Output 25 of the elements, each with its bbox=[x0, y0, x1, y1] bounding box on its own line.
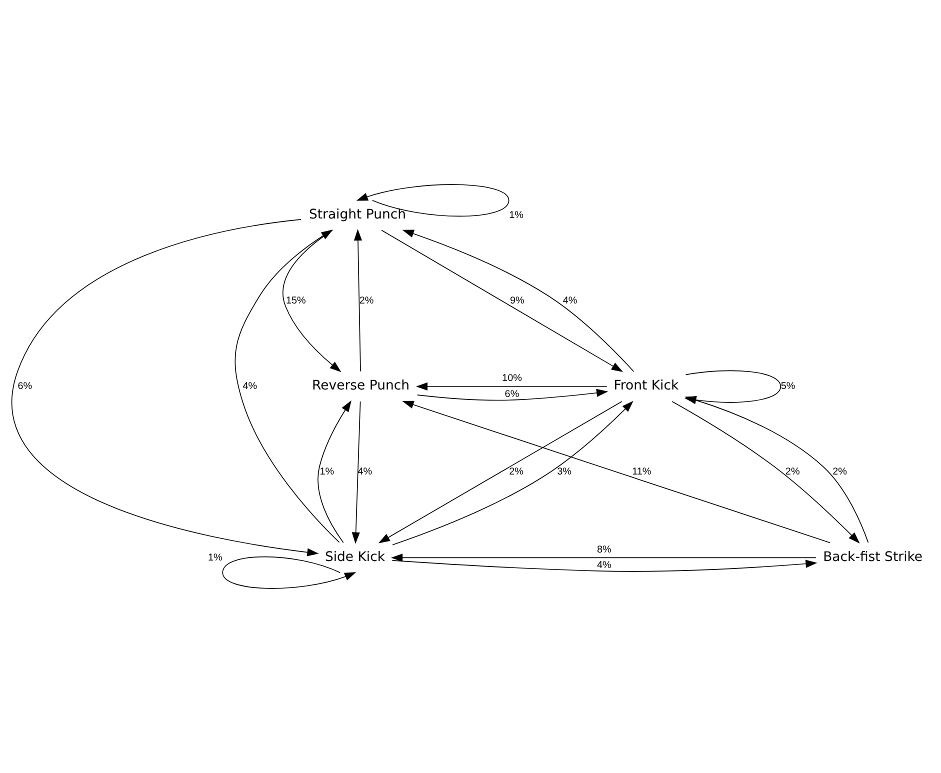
edge-label: 4% bbox=[242, 381, 258, 392]
edge-label: 4% bbox=[358, 466, 372, 478]
edge-label: 2% bbox=[359, 295, 374, 306]
edge-label: 10% bbox=[502, 373, 522, 384]
edge-label: 3% bbox=[557, 466, 572, 478]
edge-label: 6% bbox=[18, 381, 32, 392]
edge-label: 2% bbox=[785, 466, 800, 478]
node-text: Back-fist Strike bbox=[823, 550, 923, 565]
edge-label: 6% bbox=[504, 388, 520, 400]
edge-label: 1% bbox=[208, 552, 222, 564]
edge-label: 15% bbox=[286, 295, 306, 306]
edge-label: 2% bbox=[509, 466, 524, 478]
edge-label: 4% bbox=[562, 295, 578, 306]
node-text: Straight Punch bbox=[308, 207, 406, 222]
node-text: Reverse Punch bbox=[312, 378, 410, 394]
edge-label: 5% bbox=[780, 381, 796, 392]
edge-label: 8% bbox=[597, 544, 612, 556]
node-text: Front Kick bbox=[614, 378, 679, 394]
edge-label: 1% bbox=[509, 210, 524, 221]
edge-label: 11% bbox=[632, 466, 652, 478]
edge-label: 4% bbox=[597, 560, 612, 572]
edge-label: 2% bbox=[832, 466, 847, 478]
node-text: Side Kick bbox=[324, 550, 386, 565]
edge-label: 1% bbox=[320, 466, 334, 478]
edge-label: 9% bbox=[510, 295, 524, 306]
